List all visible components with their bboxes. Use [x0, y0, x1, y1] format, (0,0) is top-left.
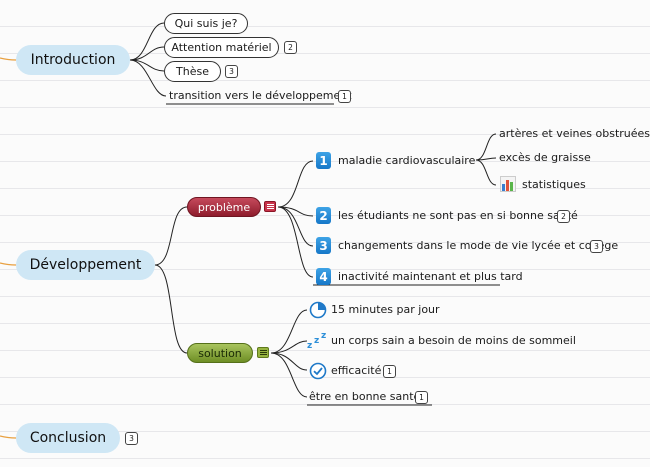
intro-item-these[interactable]: Thèse: [164, 61, 221, 82]
number-1-icon: 1: [316, 152, 331, 169]
sub-item-arteres[interactable]: artères et veines obstruées: [499, 127, 650, 140]
connector-concl-stub: [0, 435, 17, 439]
connector-sub-2: [475, 157, 497, 161]
connector-prob-3: [277, 206, 314, 247]
solution-item-15-minutes[interactable]: 15 minutes par jour: [331, 303, 440, 316]
probleme-item-changements-badge[interactable]: 3: [590, 240, 603, 253]
connector-sol-3: [270, 352, 308, 371]
connector-sub-3: [475, 159, 497, 186]
checkmark-circle-icon: [309, 362, 327, 380]
connector-intro-4: [129, 59, 167, 97]
connector-intro-stub: [0, 57, 17, 61]
probleme-item-maladie[interactable]: maladie cardiovasculaire: [338, 154, 476, 167]
intro-item-qui-suis-je[interactable]: Qui suis je?: [164, 13, 248, 34]
svg-text:z: z: [307, 341, 312, 349]
probleme-menu-icon[interactable]: [264, 201, 276, 212]
connector-dev-stub: [0, 262, 17, 266]
solution-item-bonne-sante-badge[interactable]: 1: [415, 391, 428, 404]
connector-sol-2: [270, 340, 308, 354]
solution-item-efficacite-badge[interactable]: 1: [383, 365, 396, 378]
probleme-item-etudiants-badge[interactable]: 2: [557, 210, 570, 223]
probleme-item-changements[interactable]: changements dans le mode de vie lycée et…: [338, 239, 619, 252]
connector-dev-probleme: [154, 206, 188, 266]
category-solution[interactable]: solution: [187, 343, 253, 363]
intro-item-transition-badge[interactable]: 1: [338, 90, 351, 103]
main-topic-conclusion[interactable]: Conclusion: [16, 423, 120, 453]
conclusion-note-badge[interactable]: 3: [125, 432, 138, 445]
category-probleme[interactable]: problème: [187, 197, 261, 217]
main-topic-developpement[interactable]: Développement: [16, 250, 155, 280]
sleep-zzz-icon: z z z: [307, 331, 326, 349]
connector-intro-3: [129, 59, 165, 72]
connector-intro-1: [129, 22, 165, 61]
intro-item-these-badge[interactable]: 3: [225, 65, 238, 78]
svg-text:z: z: [321, 331, 326, 341]
sub-item-exces-graisse[interactable]: excès de graisse: [499, 151, 591, 164]
probleme-item-etudiants[interactable]: les étudiants ne sont pas en si bonne sa…: [338, 209, 578, 222]
number-2-icon: 2: [316, 207, 331, 224]
solution-item-efficacite[interactable]: efficacité: [331, 364, 382, 377]
probleme-item-inactivite[interactable]: inactivité maintenant et plus tard: [338, 270, 523, 283]
svg-text:z: z: [314, 336, 319, 346]
main-topic-introduction[interactable]: Introduction: [16, 45, 130, 75]
connector-intro-2: [129, 46, 165, 61]
intro-item-transition[interactable]: transition vers le développement: [169, 89, 352, 102]
connector-dev-solution: [154, 264, 188, 354]
bar-chart-icon: [500, 176, 516, 192]
connector-sol-1: [270, 309, 308, 354]
connector-sub-1: [475, 133, 497, 161]
sub-item-statistiques[interactable]: statistiques: [522, 178, 586, 191]
solution-item-sommeil[interactable]: un corps sain a besoin de moins de somme…: [331, 334, 576, 347]
number-3-icon: 3: [316, 237, 331, 254]
intro-item-attention-materiel-badge[interactable]: 2: [284, 41, 297, 54]
connector-prob-2: [277, 206, 314, 217]
pie-progress-icon: [309, 301, 327, 319]
connector-prob-4: [277, 206, 314, 278]
solution-item-bonne-sante[interactable]: être en bonne santé: [309, 390, 421, 403]
connector-sol-4: [270, 352, 308, 398]
solution-menu-icon[interactable]: [257, 347, 269, 358]
intro-item-attention-materiel[interactable]: Attention matériel: [164, 37, 279, 58]
connector-prob-1: [277, 160, 314, 208]
number-4-icon: 4: [316, 268, 331, 285]
